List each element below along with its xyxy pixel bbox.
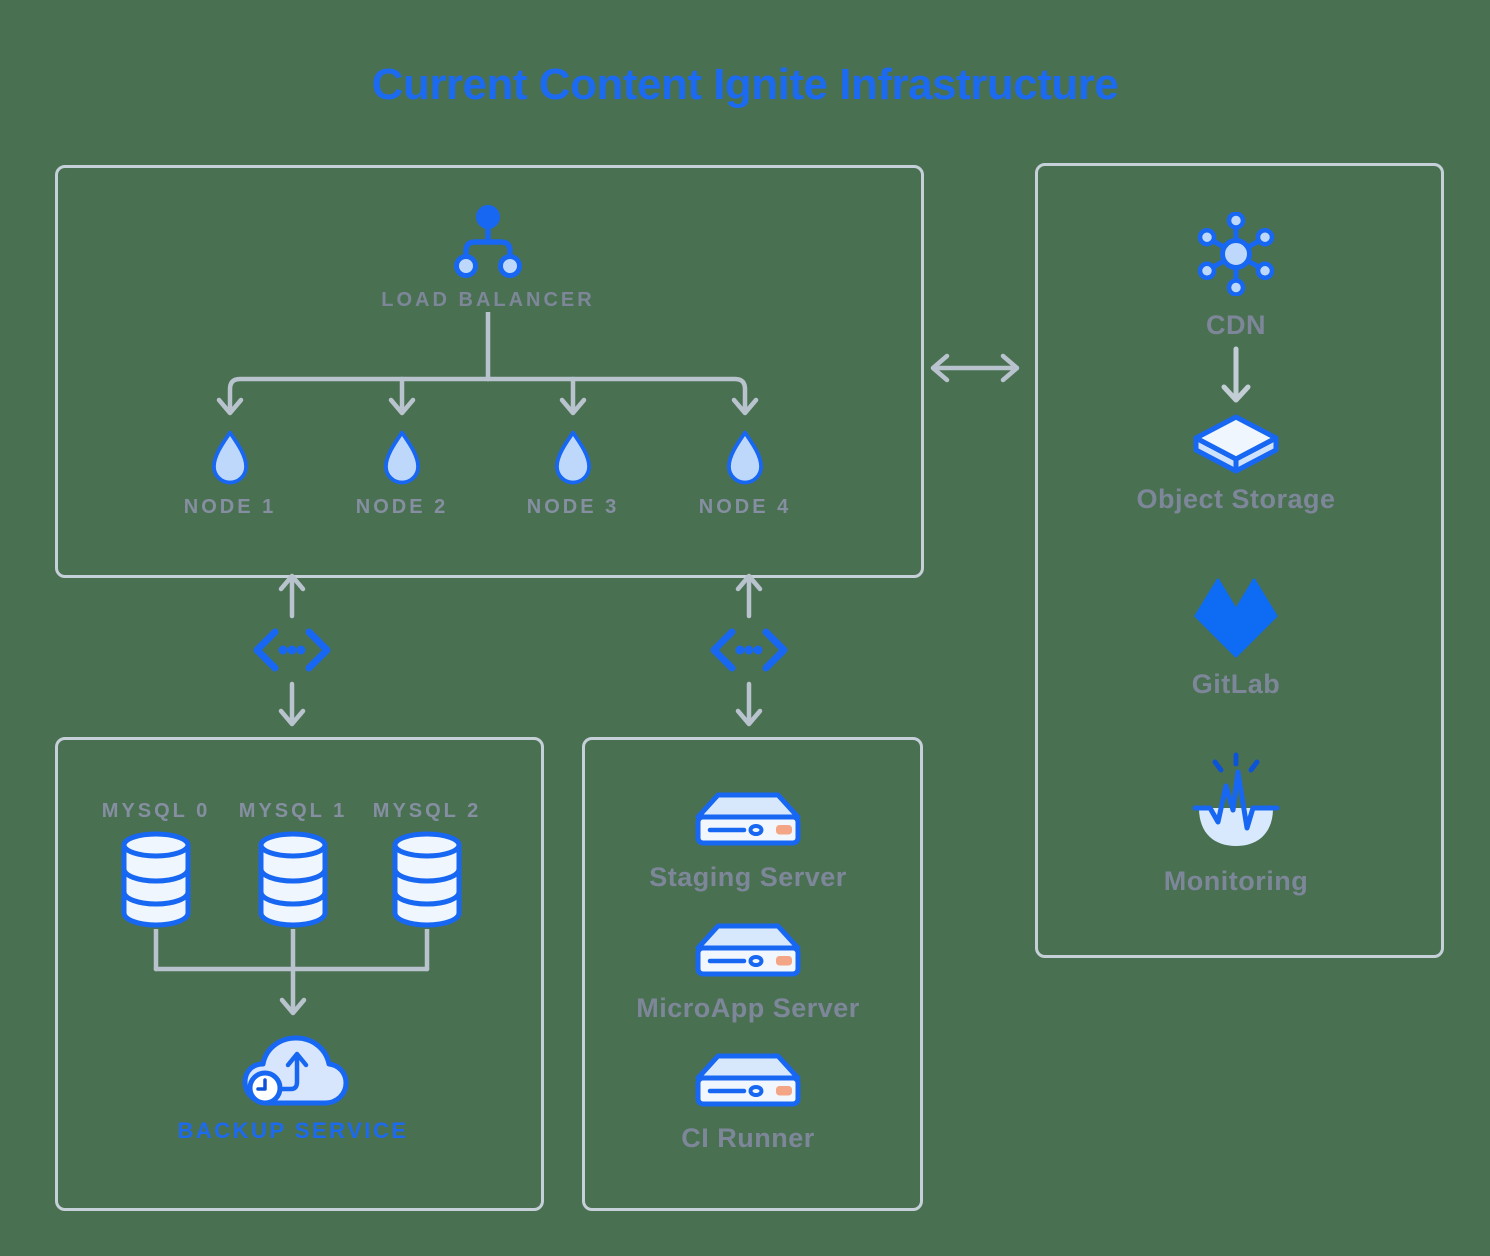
mysql-label: MYSQL 2 [372,800,482,822]
branch-arrows-icon [165,312,765,424]
node-label: NODE 1 [183,496,277,518]
object-storage-label: Object Storage [1136,484,1336,514]
node-label: NODE 3 [526,496,620,518]
services-box [1035,163,1444,958]
vertical-double-arrow-icon [727,572,771,728]
gitlab-label: GitLab [1191,669,1281,699]
droplet-icon [551,428,595,488]
database-box [55,737,544,1211]
cluster-box [55,165,924,578]
backup-service-label: BACKUP SERVICE [177,1118,409,1143]
server-icon [692,791,804,849]
backup-cloud-icon [239,1026,351,1110]
node-label: NODE 2 [355,496,449,518]
cdn-label: CDN [1206,310,1266,340]
down-arrow-icon [1216,346,1256,408]
server-icon [692,922,804,980]
ci-box [582,737,923,1211]
droplet-icon [723,428,767,488]
gitlab-icon [1194,578,1278,658]
page-title: Current Content Ignite Infrastructure [371,60,1119,109]
cdn-icon [1194,212,1278,296]
server-label: MicroApp Server [636,993,860,1023]
server-label: CI Runner [681,1123,815,1153]
monitoring-label: Monitoring [1163,866,1309,896]
merge-arrow-icon [90,929,500,1021]
code-api-icon [250,627,334,673]
load-balancer-label: LOAD BALANCER [381,289,595,311]
load-balancer-icon [450,204,526,280]
database-cylinder-icon [389,831,465,929]
database-cylinder-icon [255,831,331,929]
mysql-label: MYSQL 0 [101,800,211,822]
database-cylinder-icon [118,831,194,929]
monitoring-icon [1191,752,1281,852]
mysql-label: MYSQL 1 [238,800,348,822]
code-api-icon [707,627,791,673]
node-label: NODE 4 [698,496,792,518]
object-storage-icon [1192,413,1280,475]
droplet-icon [208,428,252,488]
vertical-double-arrow-icon [270,572,314,728]
server-icon [692,1052,804,1110]
droplet-icon [380,428,424,488]
server-label: Staging Server [649,862,847,892]
horizontal-double-arrow-icon [927,350,1023,386]
